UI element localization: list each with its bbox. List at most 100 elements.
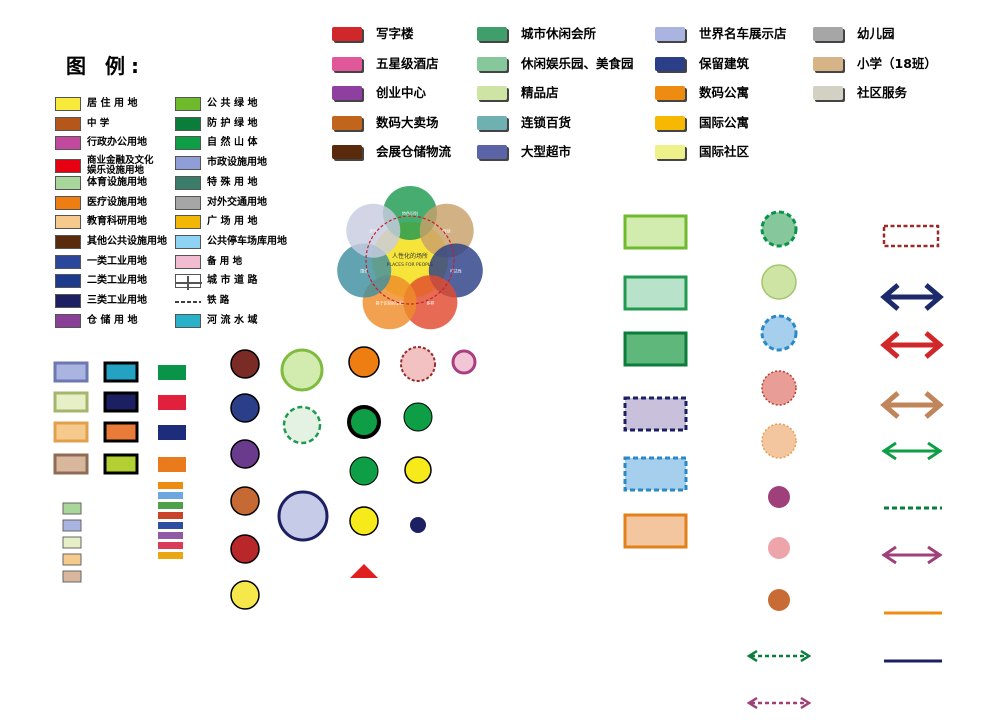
legend-swatch	[175, 97, 201, 111]
legend-item: 公 共 绿 地	[175, 97, 257, 111]
diagram-center-title: 人性化的场所	[392, 252, 428, 260]
legend-swatch	[332, 56, 362, 71]
facility-legend-label: 数码公寓	[699, 85, 750, 100]
swatch-cluster-left	[53, 361, 186, 583]
facility-legend-label: 精品店	[521, 85, 559, 100]
legend-item: 行政办公用地	[55, 136, 147, 151]
circle-marker-cluster	[230, 346, 477, 610]
facility-legend-label: 社区服务	[857, 85, 908, 100]
legend-item: 医疗设施用地	[55, 195, 147, 210]
facility-legend-label: 小学（18班）	[857, 55, 937, 71]
legend-label: 其他公共设施用地	[87, 235, 167, 247]
legend-item: 备 用 地	[175, 254, 277, 269]
legend-swatch	[477, 115, 507, 130]
facility-legend-item: 国际社区	[655, 145, 749, 159]
legend-label: 居 住 用 地	[87, 98, 138, 109]
legend-swatch	[175, 313, 201, 328]
facility-legend-item: 连锁百货	[477, 114, 572, 130]
facility-legend-item: 休闲娱乐园、美食园	[477, 55, 634, 71]
legend-swatch	[175, 136, 201, 151]
dashed-circle-column	[746, 210, 812, 710]
facility-legend-label: 数码大卖场	[376, 114, 439, 130]
rectangle-marker-column	[623, 214, 688, 549]
petal-label: 特色识别	[402, 210, 418, 216]
legend-item: 公共停车场库用地	[175, 234, 287, 249]
legend-item: 体育设施用地	[55, 175, 147, 190]
facility-legend-label: 连锁百货	[521, 114, 572, 130]
legend-swatch	[175, 215, 201, 230]
legend-item: 河 流 水 域	[175, 313, 258, 328]
legend-swatch	[55, 195, 81, 210]
legend-swatch	[813, 27, 843, 41]
facility-legend-item: 写字楼	[332, 27, 414, 41]
legend-swatch	[655, 145, 685, 159]
facility-legend-label: 城市休闲会所	[521, 26, 597, 41]
legend-swatch	[55, 254, 81, 269]
legend-item: 市政设施用地	[175, 156, 267, 171]
legend-item: 自 然 山 体	[175, 136, 258, 151]
facility-legend-item: 五星级酒店	[332, 55, 439, 71]
legend-swatch	[175, 294, 201, 308]
legend-swatch	[175, 234, 201, 249]
legend-label: 防 护 绿 地	[207, 117, 258, 129]
diagram-dashed-ring	[365, 215, 455, 305]
legend-swatch	[477, 86, 507, 100]
facility-legend-item: 大型超市	[477, 145, 571, 159]
facility-legend-item: 数码公寓	[655, 86, 749, 100]
legend-label: 对外交通用地	[207, 196, 267, 208]
legend-swatch	[813, 56, 843, 71]
legend-label: 中 学	[87, 117, 110, 129]
legend-label: 仓 储 用 地	[87, 314, 138, 326]
legend-swatch	[655, 27, 685, 41]
facility-legend-item: 数码大卖场	[332, 114, 439, 130]
legend-item: 二类工业用地	[55, 274, 147, 289]
legend-swatch	[55, 234, 81, 249]
facility-legend-item: 国际公寓	[655, 115, 749, 130]
facility-legend-label: 会展仓储物流	[376, 144, 452, 159]
legend-item: 仓 储 用 地	[55, 313, 138, 328]
legend-swatch	[55, 274, 81, 289]
legend-item: 铁 路	[175, 294, 277, 308]
facility-legend-label: 五星级酒店	[376, 55, 439, 71]
legend-label: 二类工业用地	[87, 275, 147, 287]
legend-swatch	[55, 294, 81, 308]
facility-legend-item: 幼儿园	[813, 27, 895, 41]
legend-label: 公 共 绿 地	[207, 98, 258, 109]
facility-legend-item: 会展仓储物流	[332, 145, 451, 159]
legend-swatch	[655, 115, 685, 130]
legend-label: 自 然 山 体	[207, 137, 258, 149]
legend-item: 中 学	[55, 116, 157, 131]
legend-item: 商业金融及文化娱乐设施用地	[55, 156, 157, 176]
legend-label: 城 市 道 路	[207, 275, 258, 287]
facility-legend-label: 世界名车展示店	[699, 26, 787, 41]
petal-label: 步行	[369, 228, 377, 234]
facility-legend-item: 小学（18班）	[813, 55, 937, 71]
facility-legend-label: 休闲娱乐园、美食园	[521, 55, 634, 71]
facility-legend-label: 国际社区	[699, 144, 750, 159]
facility-legend-label: 写字楼	[376, 26, 414, 41]
legend-label: 铁 路	[207, 295, 230, 306]
legend-item: 特 殊 用 地	[175, 175, 258, 190]
legend-item: 城 市 道 路	[175, 274, 258, 291]
legend-title: 图 例:	[66, 54, 145, 78]
petal-label: 可达性	[450, 268, 462, 274]
legend-item: 教育科研用地	[55, 215, 147, 230]
legend-swatch	[55, 116, 81, 131]
legend-label: 特 殊 用 地	[207, 176, 258, 188]
facility-legend-item: 精品店	[477, 86, 559, 100]
legend-label: 河 流 水 域	[207, 314, 258, 326]
legend-label: 广 场 用 地	[207, 216, 258, 228]
legend-label: 三类工业用地	[87, 295, 147, 306]
legend-swatch	[55, 136, 81, 151]
facility-legend-item: 社区服务	[813, 86, 907, 100]
legend-swatch	[55, 175, 81, 190]
legend-swatch	[655, 56, 685, 71]
legend-swatch	[332, 86, 362, 100]
line-style-column	[880, 224, 944, 663]
legend-label: 行政办公用地	[87, 137, 147, 149]
facility-legend-label: 大型超市	[521, 144, 572, 159]
legend-swatch	[55, 97, 81, 111]
legend-label: 备 用 地	[207, 255, 243, 267]
legend-label: 体育设施用地	[87, 176, 147, 188]
